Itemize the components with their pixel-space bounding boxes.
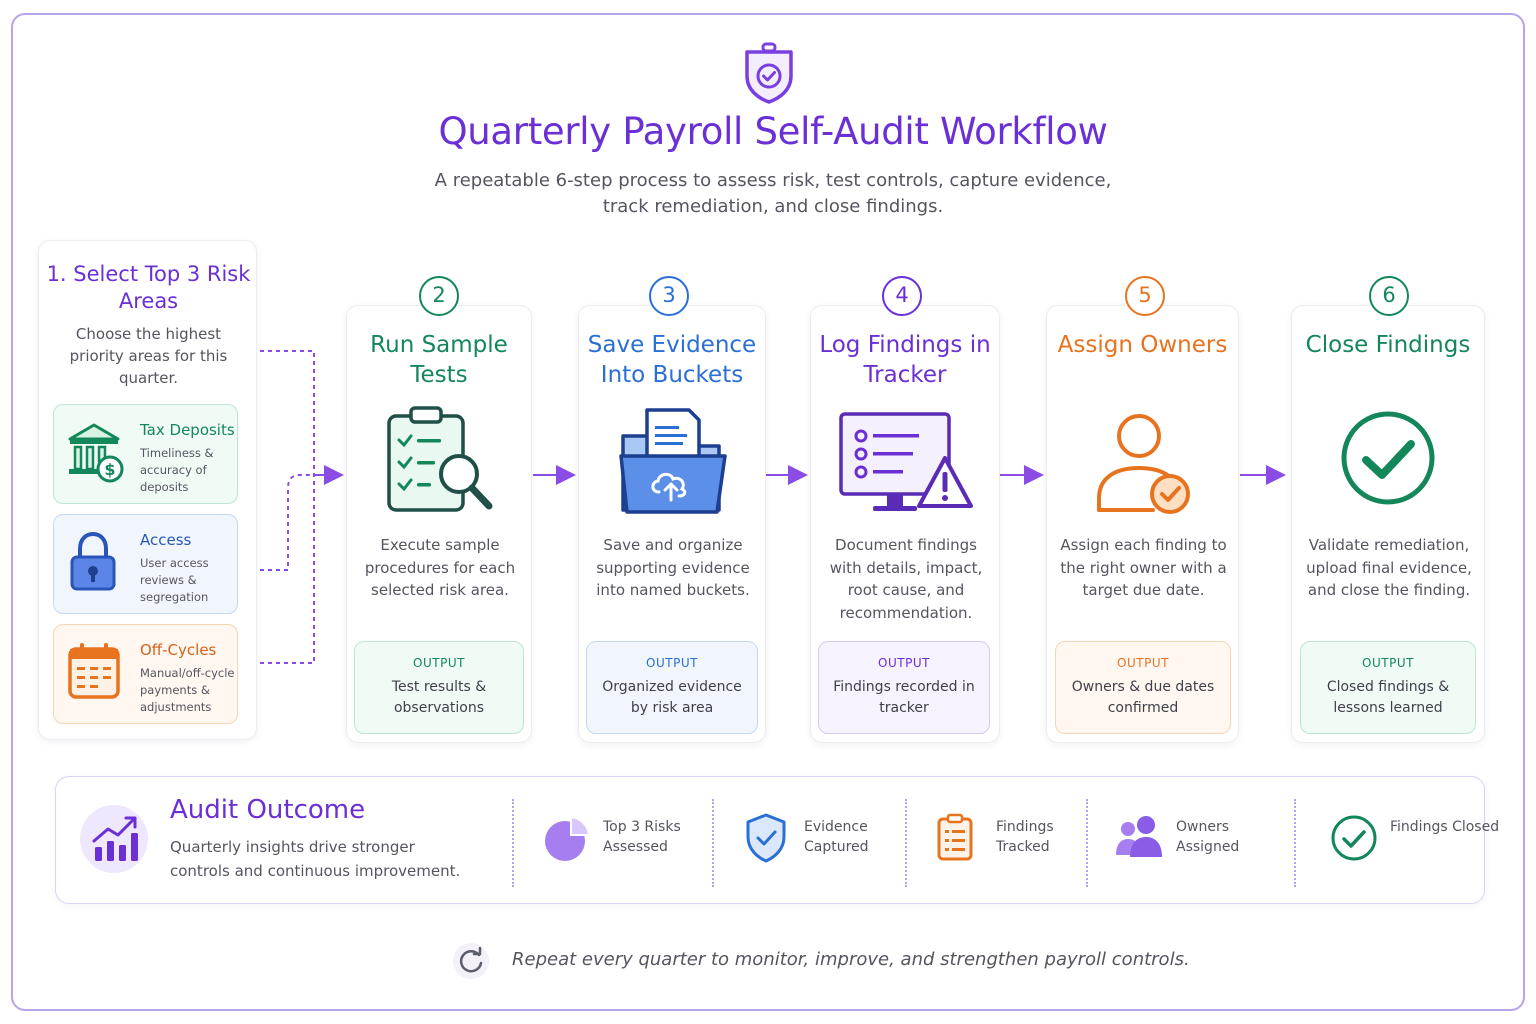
step-title: Log Findings in Tracker [819, 332, 991, 388]
output-label: OUTPUT [1117, 656, 1169, 670]
step-description: Execute sample procedures for each selec… [364, 536, 516, 599]
step-description: Document findings with details, impact, … [829, 536, 983, 622]
step-number: 4 [882, 276, 922, 316]
output-text: Test results & observations [391, 679, 487, 716]
risk-title: Tax Deposits [140, 421, 235, 439]
clipboard-magnifier-icon [383, 406, 499, 522]
check-circle-icon [1330, 813, 1380, 863]
step-title: Save Evidence Into Buckets [587, 332, 757, 388]
footer-note: Repeat every quarter to monitor, improve… [512, 949, 1190, 970]
user-check-icon [1093, 406, 1209, 522]
audit-outcome-panel: Audit Outcome Quarterly insights drive s… [55, 776, 1499, 904]
metric-label: Findings Closed [1390, 819, 1500, 835]
step-output: OUTPUT Findings recorded in tracker [818, 641, 990, 734]
risk-description: Timeliness & accuracy of deposits [140, 446, 214, 494]
output-label: OUTPUT [646, 656, 698, 670]
step-description: Assign each finding to the right owner w… [1060, 536, 1227, 599]
output-text: Findings recorded in tracker [833, 679, 975, 716]
step-4-card: 4 Log Findings in Tracker Document findi… [810, 276, 1000, 743]
step-number: 3 [649, 276, 689, 316]
chart-growth-icon [80, 801, 148, 877]
risk-item-tax-deposits[interactable]: $ Tax Deposits Timeliness & accuracy of … [53, 404, 238, 504]
output-label: OUTPUT [1362, 656, 1414, 670]
outcome-title: Audit Outcome [170, 795, 366, 825]
check-circle-icon [1338, 406, 1438, 522]
risk-item-off-cycles[interactable]: Off-Cycles Manual/off-cycle payments & a… [53, 624, 238, 724]
step-number: 2 [419, 276, 459, 316]
risk-item-access[interactable]: Access User access reviews & segregation [53, 514, 238, 614]
step-description: Validate remediation, upload final evide… [1306, 536, 1472, 599]
output-text: Closed findings & lessons learned [1326, 679, 1450, 716]
step-output: OUTPUT Owners & due dates confirmed [1055, 641, 1231, 734]
output-text: Organized evidence by risk area [602, 679, 742, 716]
step-number: 6 [1369, 276, 1409, 316]
separator [712, 799, 714, 887]
step-output: OUTPUT Test results & observations [354, 641, 524, 734]
svg-text:$: $ [104, 460, 115, 479]
shield-check-icon [742, 42, 796, 104]
separator [1294, 799, 1296, 887]
step-title: Run Sample Tests [370, 332, 508, 388]
outcome-description: Quarterly insights drive stronger contro… [170, 838, 461, 880]
users-icon [1116, 813, 1166, 863]
bank-dollar-icon: $ [66, 419, 126, 485]
step-2-card: 2 Run Sample Tests Execute sample proced… [346, 276, 532, 743]
page-title: Quarterly Payroll Self-Audit Workflow [438, 110, 1108, 153]
metric-label: Findings Tracked [996, 819, 1054, 855]
pie-chart-icon [543, 813, 593, 863]
step-1-title: 1. Select Top 3 Risk Areas [46, 262, 251, 313]
step-number: 5 [1125, 276, 1165, 316]
metric-label: Top 3 Risks Assessed [603, 819, 681, 855]
step-description: Save and organize supporting evidence in… [596, 536, 750, 599]
step-5-card: 5 Assign Owners Assign each finding to t… [1046, 276, 1239, 743]
step-3-card: 3 Save Evidence Into Buckets Save and or… [578, 276, 766, 743]
separator [512, 799, 514, 887]
refresh-icon [452, 942, 490, 980]
output-text: Owners & due dates confirmed [1071, 679, 1215, 716]
output-label: OUTPUT [878, 656, 930, 670]
output-label: OUTPUT [413, 656, 465, 670]
step-1-description: Choose the highest priority areas for th… [69, 325, 228, 387]
risk-title: Access [140, 531, 192, 549]
folder-upload-icon [617, 406, 733, 522]
page-subtitle: A repeatable 6-step process to assess ri… [434, 170, 1112, 217]
risk-description: User access reviews & segregation [140, 556, 209, 604]
padlock-icon [66, 529, 126, 595]
step-output: OUTPUT Closed findings & lessons learned [1300, 641, 1476, 734]
separator [905, 799, 907, 887]
metric-label: Evidence Captured [804, 819, 869, 855]
shield-check-icon [744, 813, 794, 863]
step-title: Assign Owners [1057, 332, 1228, 358]
risk-description: Manual/off-cycle payments & adjustments [140, 666, 235, 714]
step-1-card: 1. Select Top 3 Risk Areas Choose the hi… [38, 240, 257, 740]
step-6-card: 6 Close Findings Validate remediation, u… [1291, 276, 1485, 743]
risk-title: Off-Cycles [140, 641, 217, 659]
monitor-warning-icon [839, 406, 975, 522]
clipboard-list-icon [936, 813, 986, 863]
step-output: OUTPUT Organized evidence by risk area [586, 641, 758, 734]
step-title: Close Findings [1305, 332, 1471, 358]
calendar-icon [66, 639, 126, 705]
metric-label: Owners Assigned [1176, 819, 1240, 855]
separator [1086, 799, 1088, 887]
